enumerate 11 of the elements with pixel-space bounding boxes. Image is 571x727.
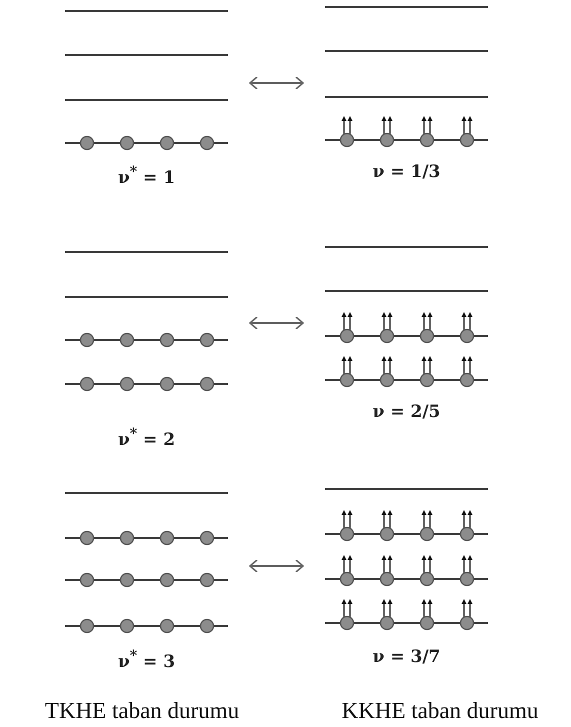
column-caption: KKHE taban durumu	[342, 698, 538, 724]
equivalence-arrow	[249, 559, 304, 573]
filling-factor-label: ν = 3/7	[372, 647, 440, 667]
filling-factor-label: ν$^{*}$ = 1	[118, 164, 176, 188]
filling-factor-label: ν$^{*}$ = 2	[118, 426, 176, 450]
filling-factor-label: ν = 1/3	[372, 162, 440, 182]
filling-factor-label: ν$^{*}$ = 3	[118, 648, 176, 672]
filling-factor-label: ν = 2/5	[372, 402, 440, 422]
equivalence-arrow	[249, 76, 304, 90]
column-caption: TKHE taban durumu	[44, 698, 240, 724]
equivalence-arrow	[249, 316, 304, 330]
